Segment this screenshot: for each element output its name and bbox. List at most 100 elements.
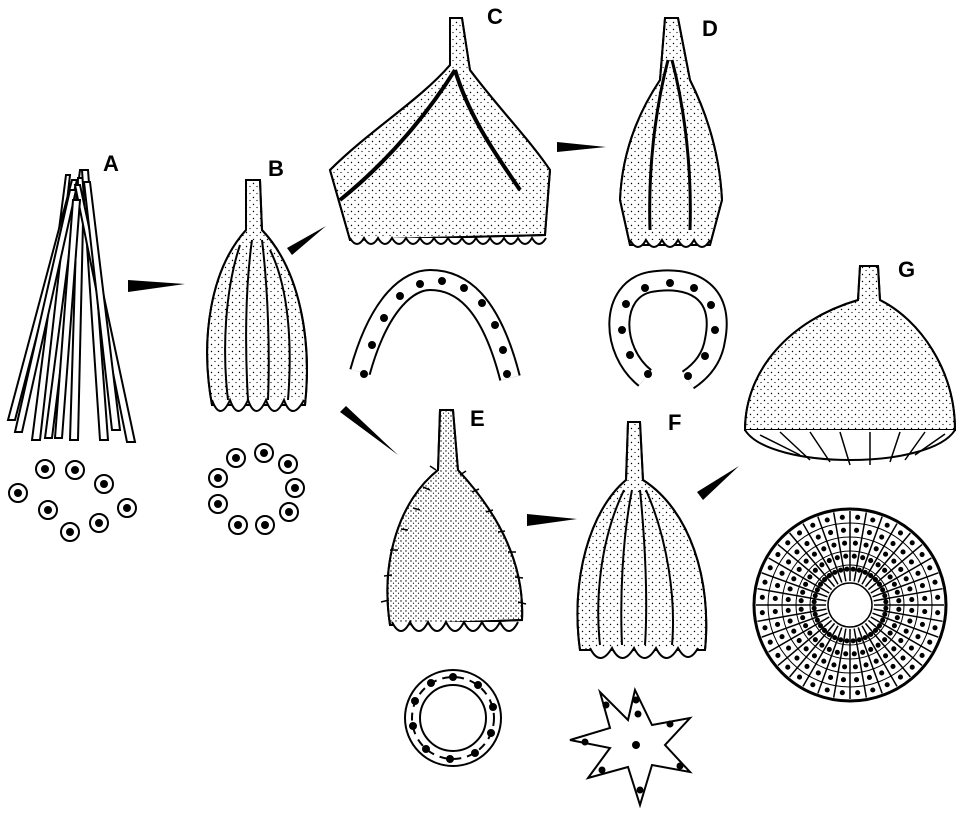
- arrow-b-to-c: [287, 226, 326, 255]
- label-f: F: [668, 412, 681, 434]
- label-g: G: [898, 259, 915, 281]
- spoke-dot: [776, 553, 780, 557]
- spoke-dot: [798, 531, 802, 535]
- spoke-dot: [805, 542, 809, 546]
- spoke-dot: [874, 659, 878, 663]
- spoke-dot: [786, 541, 790, 545]
- spoke-dot: [901, 656, 905, 660]
- spoke-dot: [827, 559, 831, 563]
- spoke-dot: [814, 569, 818, 573]
- spoke-dot: [936, 611, 940, 615]
- spoke-dot: [910, 541, 914, 545]
- spoke-dot: [841, 691, 845, 695]
- spoke-dot: [851, 567, 855, 571]
- spoke-dot: [897, 599, 901, 603]
- spoke-dot: [843, 541, 847, 545]
- spoke-dot: [878, 583, 882, 587]
- spoke-dot: [863, 636, 867, 640]
- spoke-dot: [864, 663, 868, 667]
- spoke-dot: [808, 575, 812, 579]
- spoke-dot: [822, 547, 826, 551]
- spoke-dot: [904, 629, 908, 633]
- label-d: D: [702, 18, 718, 40]
- spoke-dot: [786, 598, 790, 602]
- cross-section-c: [360, 278, 510, 378]
- spoke-dot: [780, 572, 784, 576]
- spoke-dot: [899, 639, 903, 643]
- spoke-dot: [788, 619, 792, 623]
- figure-a: [8, 170, 135, 442]
- spoke-dot: [813, 552, 817, 556]
- spoke-dot: [888, 575, 892, 579]
- spoke-dot: [854, 541, 858, 545]
- spoke-dot: [861, 556, 865, 560]
- spoke-dot: [787, 646, 791, 650]
- spoke-dot: [899, 531, 903, 535]
- spoke-dot: [797, 639, 801, 643]
- spoke-dot: [763, 626, 767, 630]
- spoke-dot: [880, 535, 884, 539]
- spoke-dot: [842, 678, 846, 682]
- spoke-dot: [908, 619, 912, 623]
- spoke-dot: [768, 566, 772, 570]
- spoke-dot: [819, 624, 823, 628]
- spoke-dot: [876, 643, 880, 647]
- label-e: E: [470, 408, 485, 430]
- spoke-dot: [892, 647, 896, 651]
- spoke-dot: [891, 542, 895, 546]
- spoke-dot: [910, 665, 914, 669]
- spoke-dot: [832, 663, 836, 667]
- spoke-dot: [808, 631, 812, 635]
- spoke-dot: [801, 616, 805, 620]
- spoke-dot: [884, 600, 888, 604]
- spoke-dot: [896, 616, 900, 620]
- spoke-dot: [829, 676, 833, 680]
- spoke-dot: [792, 629, 796, 633]
- spoke-dot: [910, 609, 914, 613]
- cross-section-f: [570, 690, 690, 805]
- spoke-dot: [933, 626, 937, 630]
- spoke-dot: [908, 587, 912, 591]
- spoke-dot: [839, 638, 843, 642]
- spoke-dot: [817, 535, 821, 539]
- cross-section-d: [619, 280, 718, 380]
- spoke-dot: [883, 569, 887, 573]
- spoke-dot: [776, 584, 780, 588]
- spoke-dot: [858, 568, 862, 572]
- spoke-dot: [799, 599, 803, 603]
- spoke-dot: [910, 646, 914, 650]
- spoke-dot: [761, 611, 765, 615]
- figure-d: [620, 18, 722, 247]
- spoke-dot: [825, 518, 829, 522]
- spoke-dot: [893, 624, 897, 628]
- spoke-dot: [881, 588, 885, 592]
- spoke-dot: [855, 528, 859, 532]
- arrow-b-to-e: [340, 406, 398, 455]
- spoke-dot: [864, 543, 868, 547]
- spoke-dot: [897, 607, 901, 611]
- spoke-dot: [868, 676, 872, 680]
- spoke-dot: [916, 635, 920, 639]
- spoke-dot: [833, 636, 837, 640]
- spoke-dot: [901, 550, 905, 554]
- spoke-dot: [928, 566, 932, 570]
- spoke-dot: [923, 610, 927, 614]
- spoke-dot: [896, 591, 900, 595]
- label-c: C: [487, 6, 503, 28]
- spoke-dot: [823, 578, 827, 582]
- arrow-c-to-d: [557, 142, 606, 152]
- spoke-dot: [881, 618, 885, 622]
- spoke-dot: [795, 656, 799, 660]
- spoke-dot: [819, 583, 823, 587]
- spoke-dot: [928, 640, 932, 644]
- label-b: B: [268, 158, 284, 180]
- spoke-dot: [812, 600, 816, 604]
- spoke-dot: [863, 571, 867, 575]
- spoke-dot: [852, 554, 856, 558]
- spoke-dot: [891, 665, 895, 669]
- spoke-dot: [816, 588, 820, 592]
- spoke-dot: [811, 683, 815, 687]
- spoke-dot: [861, 651, 865, 655]
- spoke-dot: [761, 596, 765, 600]
- spoke-dot: [813, 594, 817, 598]
